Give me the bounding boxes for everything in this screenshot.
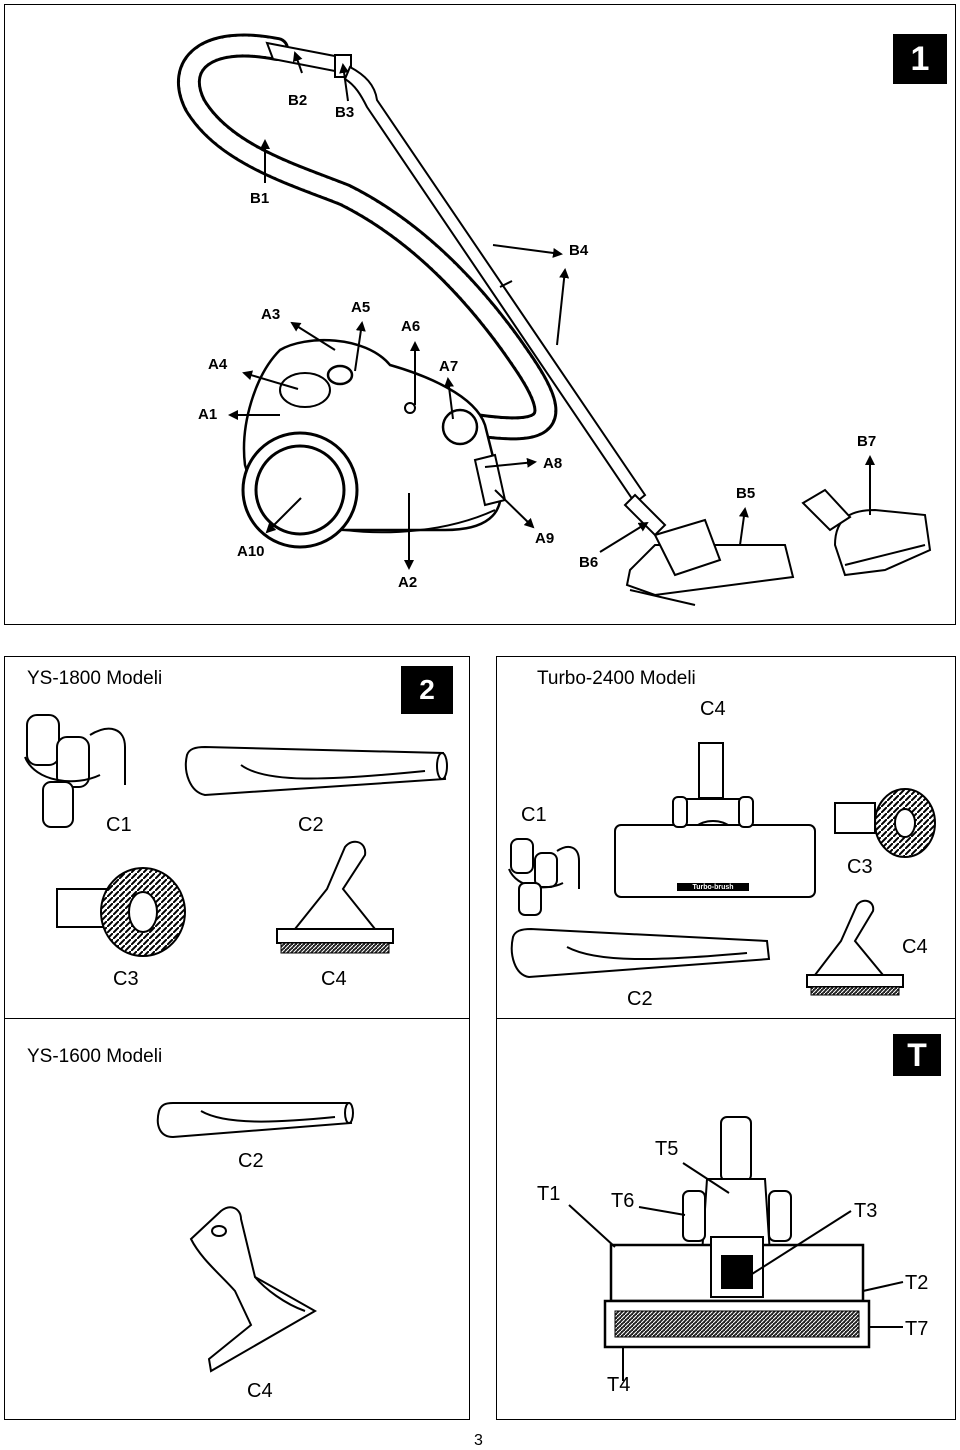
ys1600-label-c2: C2: [238, 1150, 264, 1172]
turbo-brush-text: Turbo-brush: [692, 884, 734, 891]
ys1600-c4-nozzle-drawing: [189, 1206, 318, 1373]
turbo-c1-holder-drawing: [508, 838, 580, 916]
parts-label-T1: T1: [537, 1183, 561, 1205]
label-B3: B3: [335, 104, 355, 121]
turbo-c3-brush-drawing: [834, 788, 936, 858]
parts-label-T6: T6: [611, 1190, 635, 1212]
ys1800-label-c4: C4: [321, 968, 347, 990]
c4-upholstery-drawing: [276, 840, 394, 954]
ys1800-accessories: [24, 714, 448, 957]
label-A4: A4: [208, 356, 228, 373]
panel-4-title: YS-1600 Modeli: [27, 1046, 163, 1067]
label-A8: A8: [543, 455, 563, 472]
label-A3: A3: [261, 306, 281, 323]
c2-crevice-drawing: [185, 745, 448, 797]
label-B5: B5: [736, 485, 756, 502]
label-B2: B2: [288, 92, 308, 109]
c3-brush-drawing: [56, 867, 186, 957]
parts-label-T3: T3: [854, 1200, 878, 1222]
panel-ys1800: YS-1800 Modeli 2 C1 C2 C3: [4, 656, 470, 1020]
panel-turbo2400: Turbo-2400 Modeli C4: [496, 656, 956, 1020]
turbo-label-c4: C4: [902, 936, 928, 958]
label-B6: B6: [579, 554, 599, 571]
turbo-label-c4-top: C4: [700, 698, 726, 720]
vacuum-cleaner-diagram: [177, 33, 932, 606]
label-A10: A10: [237, 543, 265, 560]
label-A9: A9: [535, 530, 555, 547]
label-A2: A2: [398, 574, 418, 591]
label-B7: B7: [857, 433, 877, 450]
ys1800-label-c1: C1: [106, 814, 132, 836]
label-B4: B4: [569, 242, 589, 259]
panel-turbo-brush-parts: T T5 T1 T6 T3 T2 T7 T4: [496, 1018, 956, 1420]
parts-label-T2: T2: [905, 1272, 929, 1294]
turbo-brush-drawing: [614, 742, 816, 898]
turbo-label-c1: C1: [521, 804, 547, 826]
panel-1-badge: 1: [893, 34, 947, 84]
label-A1: A1: [198, 406, 218, 423]
turbo-c2-crevice-drawing: [510, 927, 771, 979]
ys1600-label-c4: C4: [247, 1380, 273, 1402]
label-A5: A5: [351, 299, 371, 316]
panel-5-badge: T: [893, 1034, 941, 1076]
panel-ys1600: YS-1600 Modeli C2 C4: [4, 1018, 470, 1420]
label-A7: A7: [439, 358, 459, 375]
label-A6: A6: [401, 318, 421, 335]
panel-2-title: YS-1800 Modeli: [27, 668, 163, 689]
ys1600-accessories: [156, 1102, 354, 1373]
turbo2400-accessories: [508, 742, 936, 996]
page-number: 3: [474, 1432, 483, 1449]
panel-vacuum-overview: 1: [4, 4, 956, 625]
parts-label-T7: T7: [905, 1318, 929, 1340]
panel-3-title: Turbo-2400 Modeli: [537, 668, 696, 689]
turbo-brush-parts-diagram: [568, 1116, 904, 1381]
ys1800-label-c3: C3: [113, 968, 139, 990]
parts-label-T4: T4: [607, 1374, 631, 1396]
c1-holder-drawing: [24, 714, 126, 828]
label-B1: B1: [250, 190, 270, 207]
panel-2-badge: 2: [401, 666, 453, 714]
ys1800-label-c2: C2: [298, 814, 324, 836]
turbo-label-c2: C2: [627, 988, 653, 1010]
turbo-c4-upholstery-drawing: [806, 899, 904, 996]
parts-label-T5: T5: [655, 1138, 679, 1160]
ys1600-c2-crevice-drawing: [156, 1102, 354, 1139]
turbo-label-c3: C3: [847, 856, 873, 878]
